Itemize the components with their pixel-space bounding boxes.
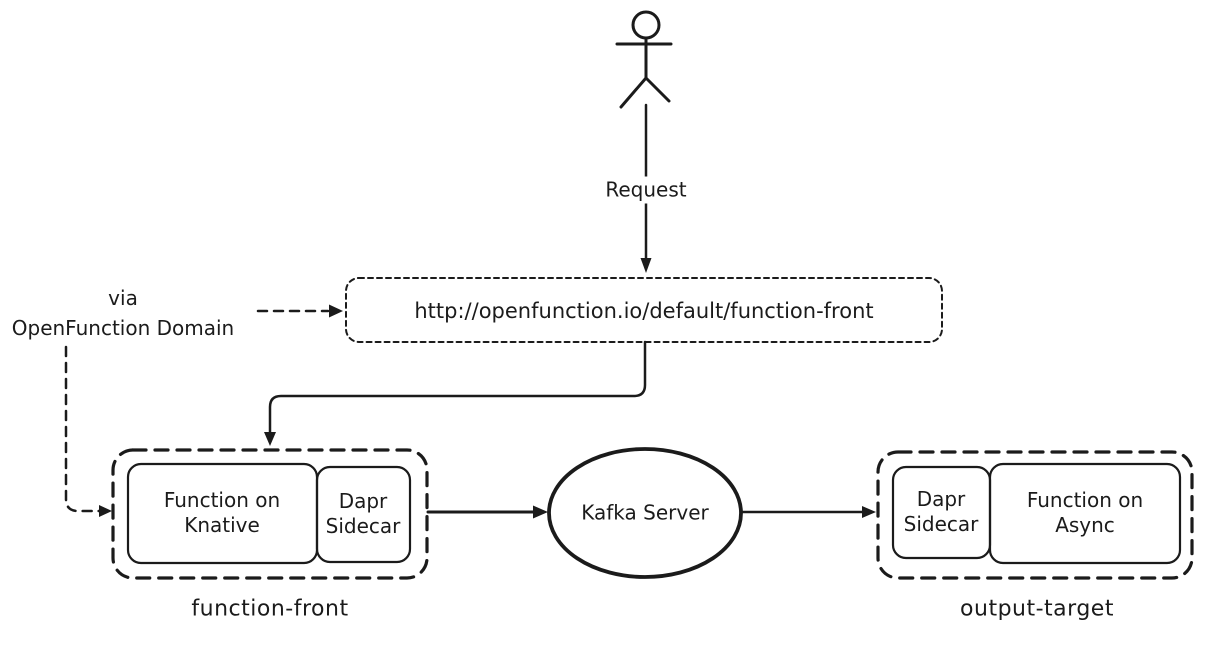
function-front-to-kafka-arrow bbox=[426, 505, 548, 519]
function-front-caption: function-front bbox=[191, 596, 349, 622]
url-to-function-front-arrow bbox=[264, 340, 647, 446]
via-domain-arrow bbox=[256, 304, 343, 318]
dapr-sidecar-front-label: Dapr Sidecar bbox=[325, 489, 401, 538]
person-icon bbox=[615, 10, 673, 109]
kafka-server-ellipse bbox=[547, 447, 743, 579]
request-label: Request bbox=[598, 176, 694, 204]
function-on-knative-label: Function on Knative bbox=[163, 488, 281, 537]
dapr-sidecar-target-label: Dapr Sidecar bbox=[903, 487, 979, 536]
url-label: http://openfunction.io/default/function-… bbox=[414, 298, 874, 323]
kafka-server-label: Kafka Server bbox=[581, 500, 709, 525]
url-box-outline bbox=[345, 277, 943, 343]
function-front-outline bbox=[111, 448, 429, 580]
via-domain-label-line2: OpenFunction Domain bbox=[11, 316, 235, 340]
kafka-to-output-target-arrow bbox=[740, 506, 876, 518]
dapr-sidecar-box-front bbox=[315, 465, 412, 564]
via-domain-elbow bbox=[64, 345, 112, 517]
output-target-outline bbox=[876, 450, 1194, 580]
via-domain-label-line1: via bbox=[108, 286, 138, 310]
output-target-caption: output-target bbox=[960, 596, 1114, 622]
function-on-async-box bbox=[988, 462, 1182, 565]
function-on-async-label: Function on Async bbox=[1026, 488, 1144, 537]
via-domain-label: via OpenFunction Domain bbox=[8, 283, 238, 343]
